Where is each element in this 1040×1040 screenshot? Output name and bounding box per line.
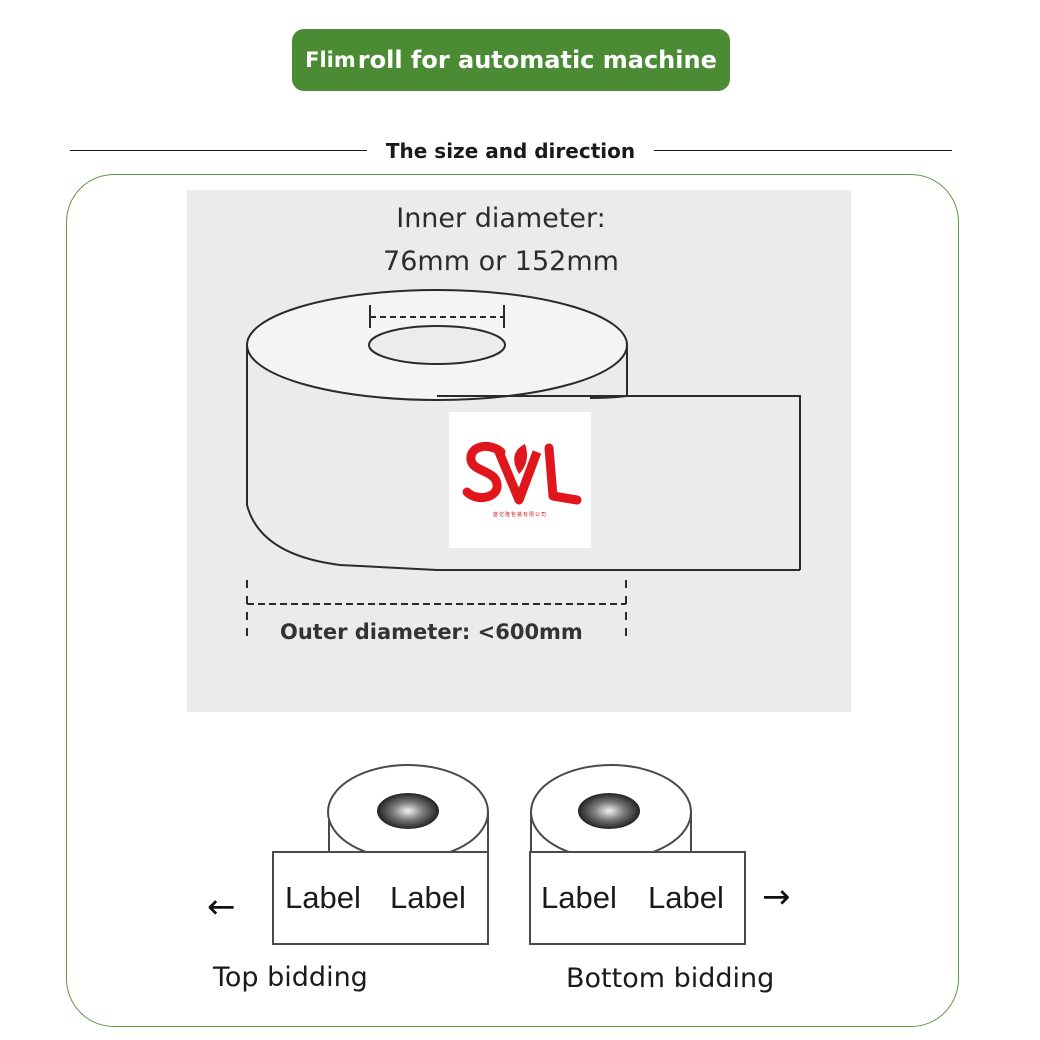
right-arrow-icon: → (762, 877, 791, 917)
divider-left (70, 150, 367, 151)
film-roll-illustration (246, 289, 801, 571)
title-word-1: Flim (305, 48, 356, 72)
outer-diameter-label: Outer diameter: <600mm (280, 620, 583, 644)
divider-right (654, 150, 952, 151)
right-label-1: Label (541, 880, 617, 915)
title-rest: roll for automatic machine (357, 46, 717, 74)
right-roll-illustration (529, 764, 746, 945)
brand-logo-icon (462, 441, 582, 505)
logo-subtitle: 盛亿隆包装有限公司 (492, 512, 547, 518)
left-roll-illustration (272, 764, 489, 945)
inner-diameter-label: Inner diameter: (396, 203, 606, 234)
caption-bottom-bidding: Bottom bidding (566, 963, 775, 994)
inner-diameter-dimension (369, 305, 505, 328)
left-arrow-icon: ← (207, 887, 236, 927)
right-roll-core-icon (578, 793, 640, 829)
left-roll-core-icon (377, 793, 439, 829)
caption-top-bidding: Top bidding (213, 962, 368, 993)
outer-diameter-dimension (246, 580, 627, 636)
left-label-2: Label (390, 880, 466, 915)
inner-diameter-value: 76mm or 152mm (383, 246, 619, 277)
left-label-1: Label (285, 880, 361, 915)
brand-logo: 盛亿隆包装有限公司 (449, 412, 591, 548)
content-frame (66, 174, 959, 1027)
right-label-2: Label (648, 880, 724, 915)
section-title: The size and direction (385, 139, 636, 163)
title-badge: Flim roll for automatic machine (292, 29, 730, 91)
